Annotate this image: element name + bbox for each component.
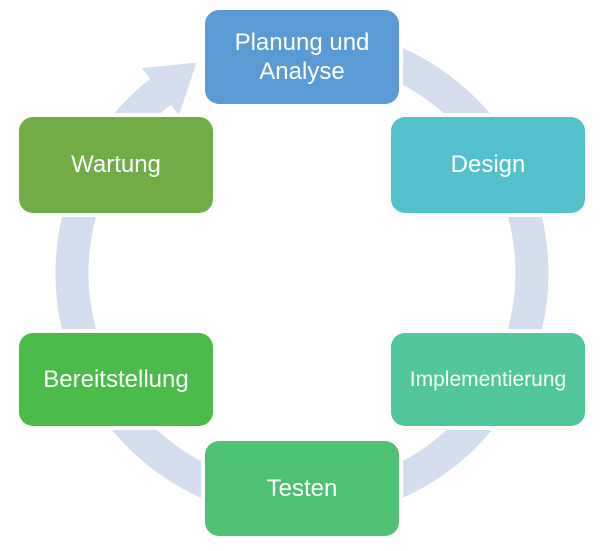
node-label: Testen	[266, 474, 338, 502]
cycle-arrowhead-icon	[141, 62, 197, 116]
node-implementierung: Implementierung	[391, 333, 585, 426]
node-label: Implementierung	[409, 367, 567, 391]
node-wartung: Wartung	[19, 117, 213, 213]
node-label: Bereitstellung	[43, 365, 189, 393]
node-label: Planung und Analyse	[234, 28, 370, 85]
node-design: Design	[391, 117, 585, 213]
node-planung-und-analyse: Planung und Analyse	[205, 10, 399, 104]
node-label: Wartung	[71, 151, 161, 179]
node-testen: Testen	[205, 441, 399, 536]
node-bereitstellung: Bereitstellung	[19, 333, 213, 426]
node-label: Design	[450, 151, 526, 179]
